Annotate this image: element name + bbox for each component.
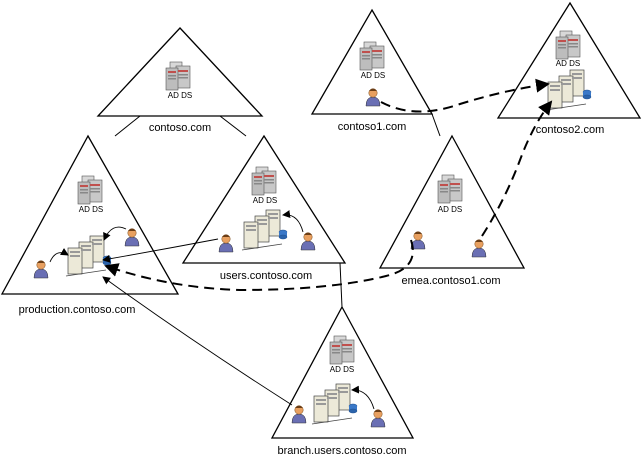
domain-contoso2-triangle [496,1,642,119]
emea-to-contoso2-access-arrow [481,100,553,237]
production-service-label: AD DS [79,205,103,214]
domain-branch-triangle [270,305,415,439]
users-service-label: AD DS [253,196,277,205]
branch-to-production-access-arrow [102,276,293,406]
production-local-access-arrow [103,226,127,241]
tree-link-contoso1-emea [431,113,441,137]
domain-contoso-label: contoso.com [149,122,211,134]
contoso2-service-label: AD DS [556,59,580,68]
contoso1-service-label: AD DS [361,71,385,80]
emea-service-label: AD DS [438,205,462,214]
domain-contoso1-label: contoso1.com [338,121,406,133]
users-to-production-access-arrow [102,238,219,263]
domain-production-label: production.contoso.com [19,304,136,316]
branch-service-label: AD DS [330,365,354,374]
domain-branch-label: branch.users.contoso.com [277,445,406,457]
tree-link-contoso-production [114,115,141,137]
contoso1-to-contoso2-access-arrow [380,78,550,113]
contoso-service-label: AD DS [168,91,192,100]
domain-users-label: users.contoso.com [220,270,312,282]
production-local-access-arrow [49,248,69,263]
users-local-access-arrow [282,210,304,233]
branch-local-access-arrow [351,385,375,410]
tree-link-contoso-users [219,115,247,137]
domain-contoso2-label: contoso2.com [536,124,604,136]
domain-users-triangle [181,134,347,264]
domain-emea-label: emea.contoso1.com [401,275,500,287]
emea-to-production-access-arrow [104,239,414,292]
domain-production-triangle [0,134,180,295]
